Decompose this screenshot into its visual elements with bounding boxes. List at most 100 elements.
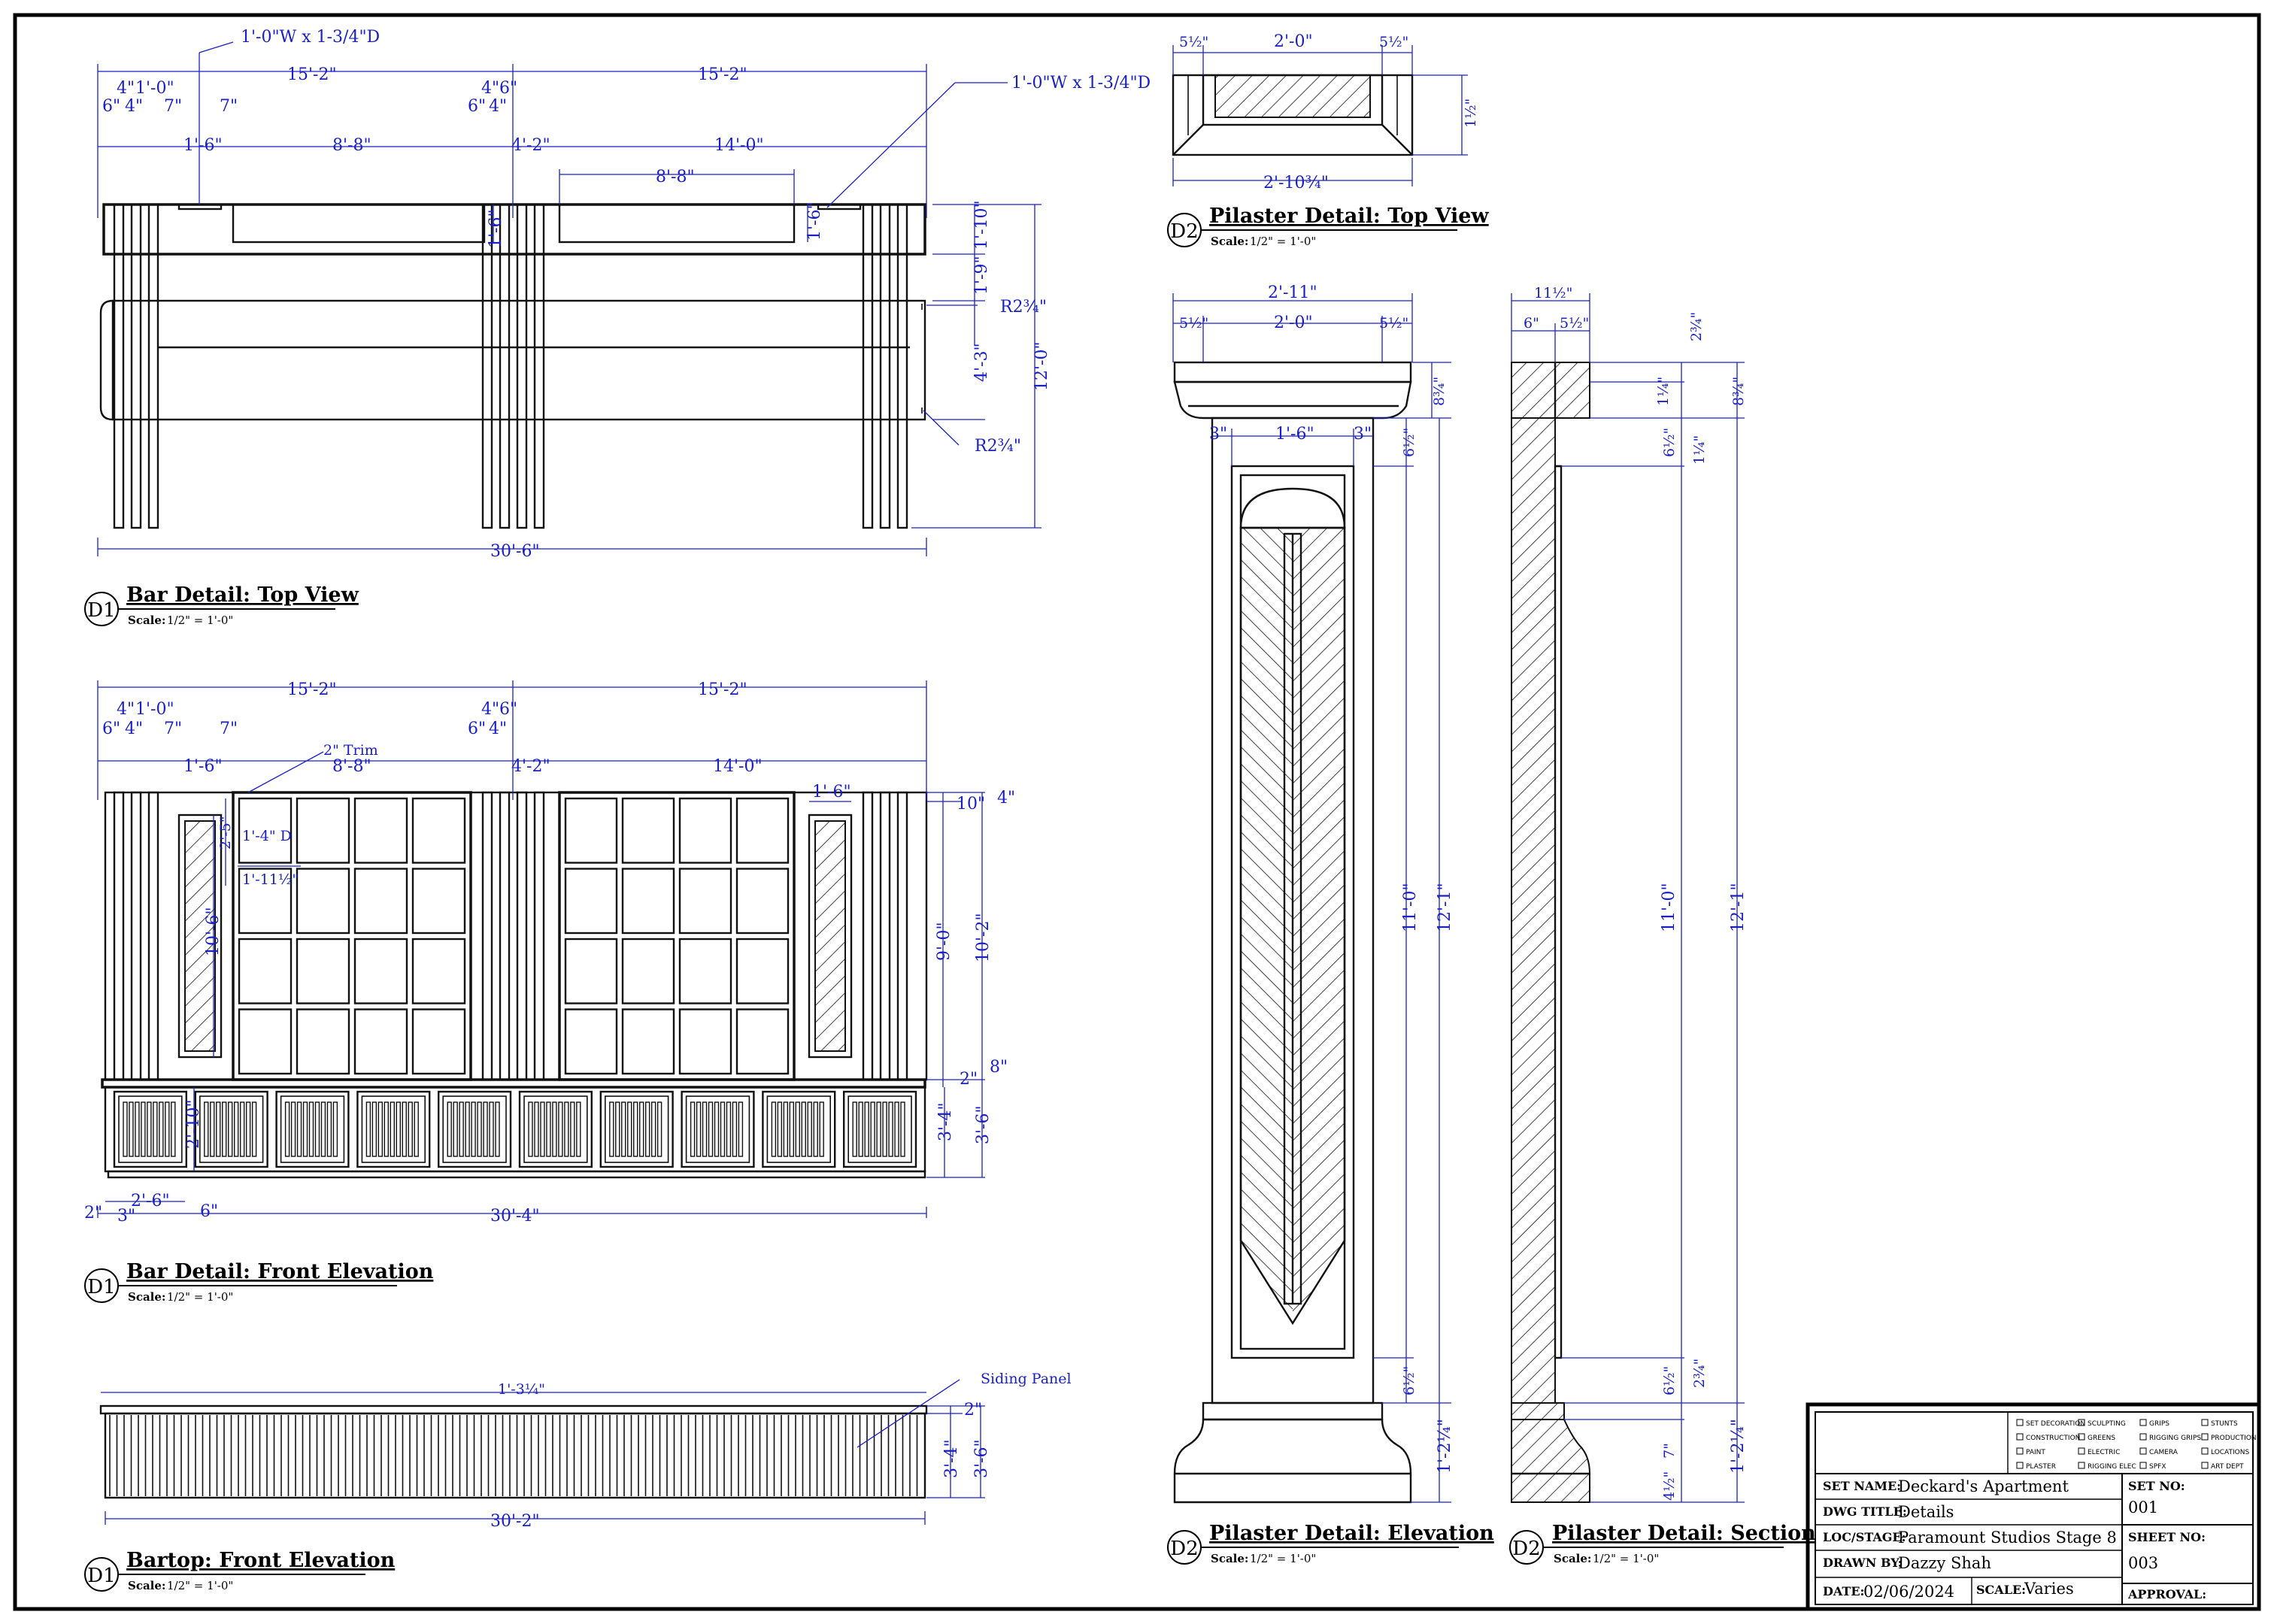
flute [222,1101,227,1157]
dwg-title-label: DWG TITLE: [1823,1504,1907,1519]
bartop-front-elevation: 1'-3¼" Siding Panel 2" 3'-4" 3'-6" 30'-2… [84,1371,1072,1592]
dim: 2" [960,1070,978,1089]
flute [308,1101,314,1157]
front-title: D1 Bar Detail: Front Elevation Scale: 1/… [84,1260,434,1304]
dim: 2" [964,1401,982,1419]
dim: 6" [102,97,120,116]
dim: 2'-5" [217,816,234,850]
flute [284,1101,290,1157]
date-label: DATE: [1823,1584,1864,1598]
scale-value: 1/2" = 1'-0" [167,614,233,627]
bar-panel [438,1090,512,1168]
flute [644,1101,650,1157]
flute [159,1101,164,1157]
date: 02/06/2024 [1863,1583,1954,1601]
window-pane [621,1008,675,1075]
siding-slats [109,1415,918,1496]
bar-panel-inset [685,1095,750,1163]
checklist-label: ELECTRIC [2088,1449,2120,1456]
window-pane [296,938,350,1004]
flute [123,1101,128,1157]
pil-elev-title: D2 Pilaster Detail: Elevation Scale: 1/2… [1167,1522,1494,1565]
flute [489,1101,494,1157]
flute [690,1101,696,1157]
pilaster-elevation: 2'-11" 5½" 2'-0" 5½" 3" 1'-6" 3" 8¾" 6½"… [1167,283,1494,1565]
view-title: Pilaster Detail: Top View [1209,205,1489,228]
dim: 2'-11" [1268,283,1317,302]
checklist-label: STUNTS [2211,1420,2238,1428]
window-pane [238,1008,293,1075]
view-marker: D2 [1170,1538,1198,1560]
bar-panel-inset [847,1095,912,1163]
flute [171,1101,176,1157]
window-pane [735,1008,790,1075]
dim: 4'-2" [511,136,550,155]
flute [204,1101,209,1157]
dim: 4" [489,97,507,116]
dim: 15'-2" [698,65,747,84]
dim: 6" [468,720,486,738]
top-dim-labels: 1'-0"W x 1-3/4"D 1'-0"W x 1-3/4"D 15'-2"… [102,28,1151,561]
view-marker: D1 [87,1276,115,1298]
flute [864,1101,869,1157]
dim: 6½" [1661,1366,1678,1395]
flute [813,1101,818,1157]
dim: 1'-0"W x 1-3/4"D [1011,74,1151,92]
bar-front-elevation: 15'-2" 15'-2" 4" 1'-0" 6" 4" 7" 7" 1'-6"… [84,680,1015,1304]
window-pane [353,797,408,864]
dim: 7" [220,97,238,116]
dim: 1'-10" [972,200,991,250]
dim: 14'-0" [714,136,764,155]
flute [852,1101,857,1157]
dim: 3'-4" [936,1102,955,1141]
flute [777,1101,783,1157]
bar-panel-inset [604,1095,669,1163]
checklist-label: SCULPTING [2088,1420,2126,1428]
dim: 1'-0" [135,700,174,719]
flute [459,1101,464,1157]
flute [789,1101,795,1157]
flute [570,1101,575,1157]
flute [771,1101,777,1157]
checklist-label: RIGGING GRIPS [2149,1435,2201,1442]
flute [528,1101,533,1157]
flute [408,1101,413,1157]
flute [371,1101,377,1157]
flute [783,1101,789,1157]
checkbox [2139,1419,2147,1426]
checklist-label: RIGGING ELEC [2088,1463,2136,1471]
bar-panel [518,1090,593,1168]
window-pane [238,797,293,864]
pil-top-title: D2 Pilaster Detail: Top View Scale: 1/2"… [1167,205,1489,248]
scale-label: Scale: [128,1290,165,1304]
window-pane [678,868,732,935]
dim: 4'-2" [511,757,550,776]
dim: 3'-6" [972,1439,991,1478]
dim: 2¾" [1691,1359,1708,1388]
set-no: 001 [2128,1498,2158,1516]
flute [576,1101,581,1157]
dim: 1¼" [1655,377,1672,406]
flute [876,1101,881,1157]
dim: 30'-2" [490,1512,540,1531]
dim: 14'-0" [713,757,763,776]
checklist-label: ART DEPT [2211,1463,2244,1471]
dim: 4" [117,700,135,719]
scale-label: SCALE: [1976,1583,2026,1597]
set-no-label: SET NO: [2128,1479,2185,1493]
bar-panel-inset [199,1095,264,1163]
dim: 6½" [1401,428,1417,457]
window-pane [296,868,350,935]
view-title: Bar Detail: Front Elevation [126,1260,434,1283]
dim: 9'-0" [935,922,954,961]
flute [621,1101,626,1157]
dim: 4" [125,720,143,738]
window-pane [296,1008,350,1075]
view-title: Pilaster Detail: Elevation [1209,1522,1494,1545]
flute [609,1101,614,1157]
flute [129,1101,134,1157]
flute [894,1101,899,1157]
dim: 1'-0" [135,79,174,98]
window-pane [621,797,675,864]
